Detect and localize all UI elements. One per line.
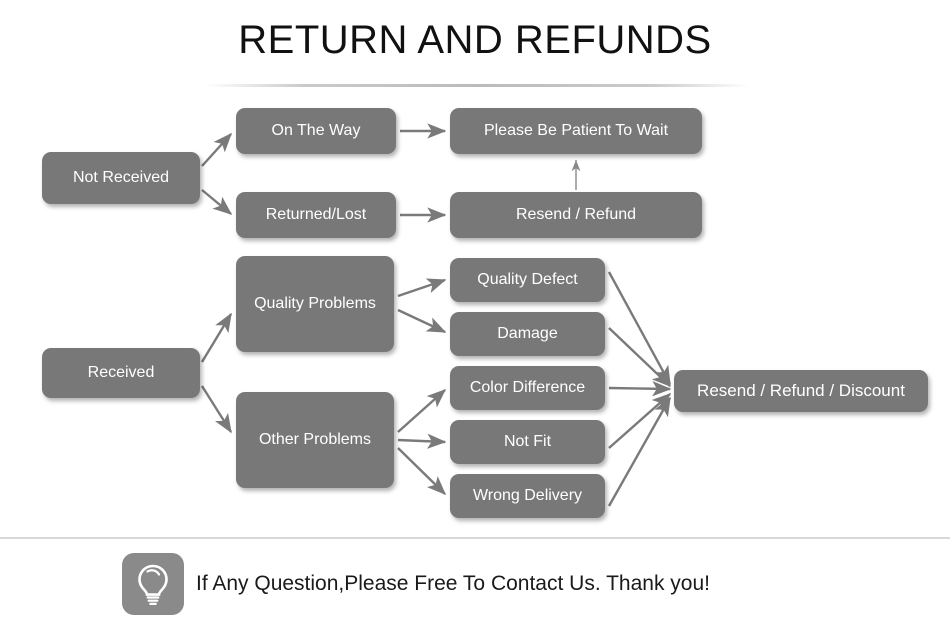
title-divider xyxy=(205,84,750,87)
edge-not-fit-final xyxy=(608,393,672,449)
node-received[interactable]: Received xyxy=(42,348,200,398)
edge-quality-problems-damage xyxy=(397,308,447,334)
node-on-the-way[interactable]: On The Way xyxy=(236,108,396,154)
edge-other-problems-wrong-delivery xyxy=(397,447,447,496)
edge-other-problems-color-difference xyxy=(397,389,447,433)
edge-color-difference-final xyxy=(608,381,672,397)
edge-other-problems-not-fit xyxy=(397,433,447,449)
edge-not-received-returned-lost xyxy=(201,189,233,215)
edge-damage-final xyxy=(608,327,672,387)
contact-message: If Any Question,Please Free To Contact U… xyxy=(196,572,710,595)
node-quality-defect[interactable]: Quality Defect xyxy=(450,258,605,302)
edge-received-quality-problems xyxy=(200,312,233,363)
footer-divider xyxy=(0,537,950,539)
node-resend-refund[interactable]: Resend / Refund xyxy=(450,192,702,238)
node-not-received[interactable]: Not Received xyxy=(42,152,200,204)
node-color-difference[interactable]: Color Difference xyxy=(450,366,605,410)
node-other-problems[interactable]: Other Problems xyxy=(236,392,394,488)
edge-wrong-delivery-final xyxy=(607,396,672,507)
node-quality-problems[interactable]: Quality Problems xyxy=(236,256,394,352)
edge-quality-problems-quality-defect xyxy=(397,278,447,298)
edge-quality-defect-final xyxy=(607,271,672,386)
node-damage[interactable]: Damage xyxy=(450,312,605,356)
node-please-be-patient-to-wait[interactable]: Please Be Patient To Wait xyxy=(450,108,702,154)
node-not-fit[interactable]: Not Fit xyxy=(450,420,605,464)
page-title: RETURN AND REFUNDS xyxy=(238,18,712,62)
node-wrong-delivery[interactable]: Wrong Delivery xyxy=(450,474,605,518)
edge-not-received-on-the-way xyxy=(201,132,232,167)
node-returned-lost[interactable]: Returned/Lost xyxy=(236,192,396,238)
node-resend-refund-discount[interactable]: Resend / Refund / Discount xyxy=(674,370,928,412)
lightbulb-icon xyxy=(122,553,184,615)
edge-received-other-problems xyxy=(200,385,233,434)
